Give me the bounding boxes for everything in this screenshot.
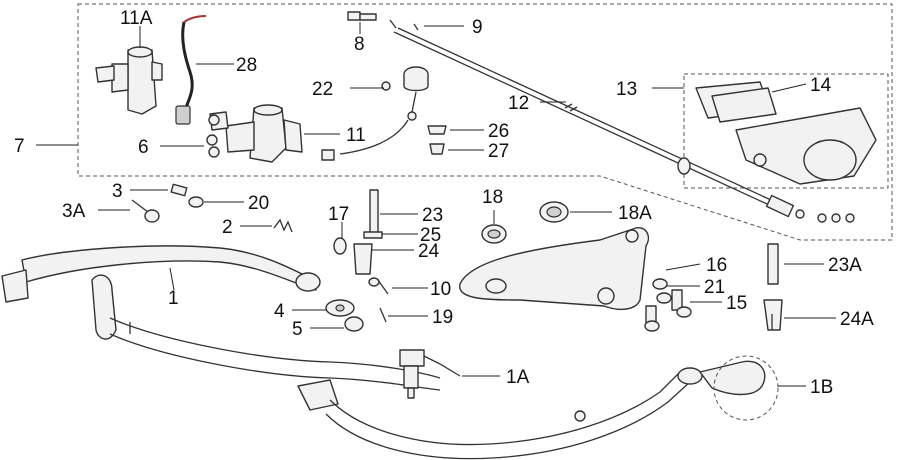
label-8: 8 [354, 34, 365, 55]
spring-2-part [273, 218, 293, 233]
nut-25-part [363, 231, 383, 239]
seal-27-part [429, 143, 445, 155]
leader-lines [36, 22, 836, 387]
bolt-15-part [644, 289, 692, 332]
label-18a: 18A [618, 203, 652, 224]
washer-4-part [325, 299, 355, 317]
label-23a: 23A [828, 255, 862, 276]
label-22: 22 [312, 79, 333, 100]
label-6: 6 [138, 137, 149, 158]
group-13-dashed-border [683, 73, 889, 189]
label-9: 9 [472, 17, 483, 38]
fitting-8-part [347, 11, 377, 21]
clip-9-part [389, 19, 419, 31]
label-15: 15 [726, 293, 747, 314]
label-1a: 1A [506, 367, 530, 388]
label-7: 7 [14, 136, 25, 157]
clevis-24a-part [763, 299, 783, 331]
label-3: 3 [112, 181, 123, 202]
label-20: 20 [248, 193, 269, 214]
brake-pedal-1-part [1, 245, 441, 391]
rod-23-part [369, 189, 379, 235]
rod-23a-part [767, 243, 779, 285]
bolt-6-part [206, 114, 220, 158]
label-13: 13 [616, 79, 637, 100]
master-cylinder-11a-part [95, 46, 163, 115]
group-7-dashed-border [77, 3, 893, 241]
label-24: 24 [418, 241, 440, 262]
label-24a: 24A [840, 309, 874, 330]
label-11: 11 [346, 125, 366, 146]
screw-22-part [381, 81, 391, 91]
label-11a: 11A [120, 8, 153, 29]
label-12: 12 [508, 93, 529, 114]
label-17: 17 [328, 204, 349, 225]
detail-circle-1b [713, 355, 779, 421]
label-25: 25 [420, 225, 441, 246]
label-5: 5 [292, 319, 303, 340]
label-3a: 3A [62, 201, 86, 222]
label-10: 10 [430, 279, 451, 300]
label-14: 14 [810, 75, 832, 96]
lever-1a-part [399, 349, 461, 399]
bracket-16-part [459, 227, 650, 311]
clevis-24-part [353, 243, 373, 275]
label-1: 1 [168, 288, 179, 309]
label-19: 19 [432, 307, 453, 328]
callout-labels: 11A 28 8 9 22 12 13 14 7 6 11 26 27 3 3A… [14, 8, 874, 398]
pin-17-part [333, 237, 347, 255]
bushing-18-part [481, 224, 507, 244]
pin-10-part [368, 277, 389, 295]
label-27: 27 [488, 141, 509, 162]
bolt-3a-part [131, 199, 160, 223]
brake-switch-wire-28-part [175, 15, 207, 125]
master-cylinder-11-part [209, 104, 303, 163]
cotter-19-part [379, 307, 387, 323]
pedal-arm-1b-part [297, 355, 779, 460]
pads-14-part [695, 81, 777, 123]
label-4: 4 [274, 301, 285, 322]
label-18: 18 [482, 187, 503, 208]
label-23: 23 [422, 205, 443, 226]
label-2: 2 [222, 217, 233, 238]
label-16: 16 [706, 255, 727, 276]
label-21: 21 [704, 277, 725, 298]
label-1b: 1B [810, 377, 833, 398]
bolt-3-part [170, 183, 188, 197]
label-28: 28 [236, 55, 257, 76]
washer-21-part [652, 278, 672, 304]
nut-5-part [344, 316, 364, 332]
bushing-18a-part [539, 201, 569, 223]
caliper-13-part [735, 107, 877, 185]
brake-line-12-part [393, 27, 855, 223]
cap-26-part [427, 125, 447, 135]
reservoir-part [321, 66, 429, 161]
nut-20-part [188, 196, 204, 208]
label-26: 26 [488, 121, 509, 142]
